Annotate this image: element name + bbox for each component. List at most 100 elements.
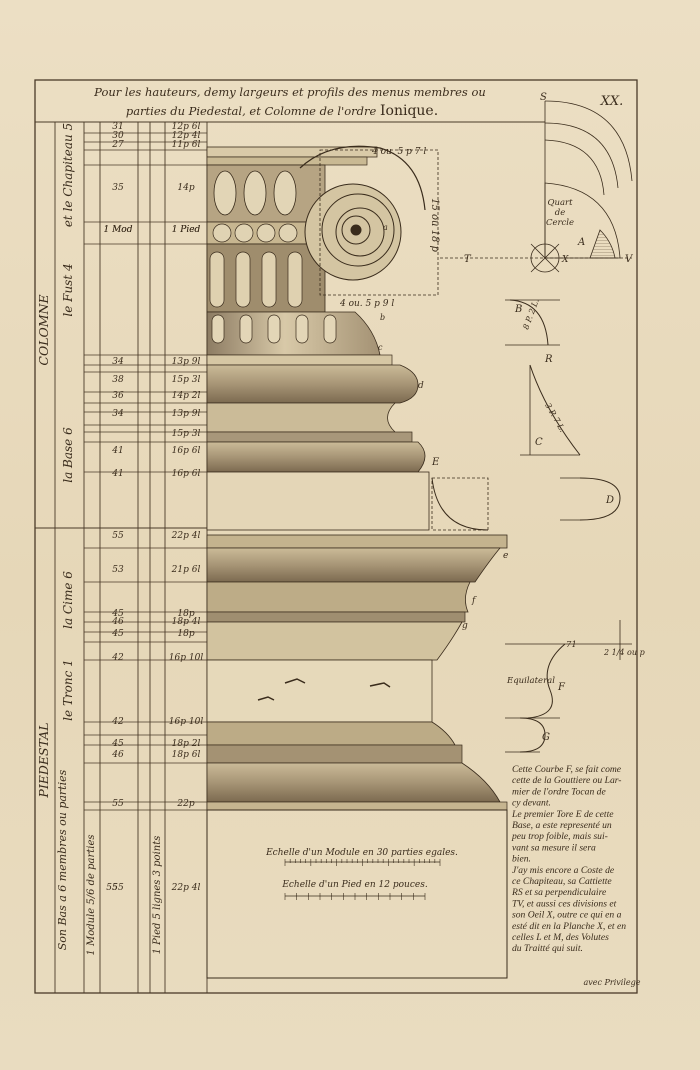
svg-text:G: G: [542, 732, 550, 743]
note-line: mier de l'ordre Tocan de: [512, 786, 606, 797]
svg-text:f: f: [471, 596, 477, 606]
svg-text:c: c: [378, 343, 383, 352]
table-cell-pied: 21p 6l: [171, 565, 201, 575]
svg-text:F: F: [557, 682, 566, 693]
label-colomne: COLOMNE: [36, 294, 51, 365]
dim-arcs-2: 3 P. 7 L.: [543, 402, 567, 434]
svg-text:S: S: [540, 92, 547, 103]
note-line: esté dit en la Planche X, et en: [512, 921, 626, 932]
note-line: TV, et aussi ces divisions et: [512, 898, 617, 909]
table-cell-pied: 16p 10l: [169, 653, 204, 663]
plate-border: [34, 79, 638, 994]
title-line-1: Pour les hauteurs, demy largeurs et prof…: [93, 85, 486, 99]
label-module-col: 1 Module 5/6 de parties: [86, 834, 97, 955]
label-piedestal: PIEDESTAL: [36, 722, 51, 798]
svg-text:b: b: [380, 313, 385, 322]
table-cell-parties: 34: [112, 357, 124, 367]
label-pied-col: 1 Pied 5 lignes 3 points: [152, 836, 163, 955]
svg-text:X: X: [561, 255, 569, 265]
svg-text:a: a: [383, 223, 388, 232]
drawing-letters: S A T V X B R C D E F G a b c d e f g: [378, 92, 634, 743]
svg-text:V: V: [625, 254, 634, 265]
table-cell-pied: 12p 4l: [172, 131, 201, 141]
table-cell-parties: 55: [112, 799, 124, 809]
svg-text:D: D: [605, 495, 614, 506]
dim-24: 2 1/4 ou p: [603, 648, 645, 657]
note-line: cy devant.: [512, 798, 551, 809]
pied-scale-label: Echelle d'un Pied en 12 pouces.: [281, 880, 428, 890]
svg-text:C: C: [535, 437, 543, 448]
table-cell-parties: 30: [112, 131, 124, 141]
table-cell-parties: 31: [112, 122, 123, 132]
note-line: cette de la Gouttiere ou Lar-: [512, 775, 622, 786]
table-cell-pied: 16p 6l: [172, 446, 201, 456]
privilege-footer: avec Privilege: [583, 978, 640, 987]
table-cell-parties: 45: [111, 629, 124, 639]
label-pied-row: 1 Pied: [172, 225, 201, 235]
plate-number: XX.: [600, 94, 624, 109]
svg-text:e: e: [503, 551, 508, 561]
table-cell-pied: 11p 6l: [172, 140, 201, 150]
table-cell-pied: 22p: [176, 799, 194, 809]
svg-text:A: A: [577, 237, 585, 248]
table-cell-pied: 18p: [177, 609, 194, 619]
volute-dim-bottom: 4 ou. 5 p 9 l: [339, 299, 394, 309]
note-line: J'ay mis encore a Coste de: [512, 865, 615, 876]
quart-label-1: Quart: [548, 198, 574, 208]
table-cell-pied: 13p 9l: [172, 409, 201, 419]
svg-text:d: d: [418, 381, 424, 391]
table-cell-parties: 34: [112, 409, 124, 419]
table-cell-parties: 55: [112, 531, 124, 541]
table-cell-pied: 13p 9l: [172, 357, 201, 367]
dim-71: 71: [566, 640, 577, 650]
table-cell-parties: 42: [111, 653, 124, 663]
table-column-rules: [54, 122, 208, 993]
table-cell-parties: 46: [111, 617, 124, 627]
table-cell-parties: 1 Mod: [104, 225, 133, 235]
table-cell-pied: 18p: [177, 629, 194, 639]
table-cell-parties: 38: [112, 375, 124, 385]
note-line: Cette Courbe F, se fait come: [512, 764, 622, 775]
label-cime: la Cime 6: [61, 571, 75, 629]
table-cell-parties: 45: [111, 739, 124, 749]
note-line: RS et sa perpendiculaire: [511, 887, 607, 898]
table-cell-parties: 55: [112, 883, 124, 893]
table-cell-pied: 18p 2l: [172, 739, 201, 749]
svg-text:E: E: [431, 457, 440, 468]
note-line: celles L et M, des Volutes: [512, 932, 609, 943]
table-cell-pied: 18p 6l: [172, 750, 201, 760]
svg-text:R: R: [544, 354, 553, 365]
label-bottom-mid: 55: [106, 883, 118, 893]
note-line: Base, a este representé un: [512, 820, 612, 831]
note-line: son Oeil X, outre ce qui en a: [512, 910, 622, 921]
scales: Echelle d'un Module en 30 parties egales…: [265, 848, 458, 900]
table-cell-parties: 53: [112, 565, 124, 575]
table-cell-pied: 16p 6l: [172, 469, 201, 479]
table-cell-pied: 15p 3l: [172, 429, 201, 439]
table-cell-pied: 14p: [177, 183, 194, 193]
table-cell-pied: 22p 4l: [171, 531, 201, 541]
table-row-rules: [84, 132, 207, 811]
note-line: Le premier Tore E de cette: [511, 809, 614, 820]
table-cell-pied: 22p 4l: [171, 883, 201, 893]
label-tronc: le Tronc 1: [61, 659, 75, 721]
table-cell-pied: 15p 3l: [172, 375, 201, 385]
table-cell-pied: 16p 10l: [169, 717, 204, 727]
svg-text:g: g: [462, 621, 468, 631]
svg-text:T: T: [464, 254, 472, 265]
volute-dim-top: 4 ou. 5 p 7 l: [371, 147, 426, 157]
title-line-2: parties du Piedestal, et Colomne de l'or…: [126, 103, 438, 119]
note-line: du Traitté qui suit.: [512, 943, 583, 954]
table-cell-pied: 14p 2l: [172, 391, 201, 401]
table-cell-pied: 1 Pied: [172, 225, 201, 235]
label-base: la Base 6: [61, 427, 75, 483]
table-cell-parties: 27: [111, 140, 124, 150]
label-fust: le Fust 4: [61, 263, 75, 316]
table-cell-pied: 12p 6l: [172, 122, 201, 132]
table-cell-parties: 41: [111, 469, 123, 479]
table-cell-parties: 36: [112, 391, 124, 401]
label-chapiteau: et le Chapiteau 5: [61, 123, 75, 227]
